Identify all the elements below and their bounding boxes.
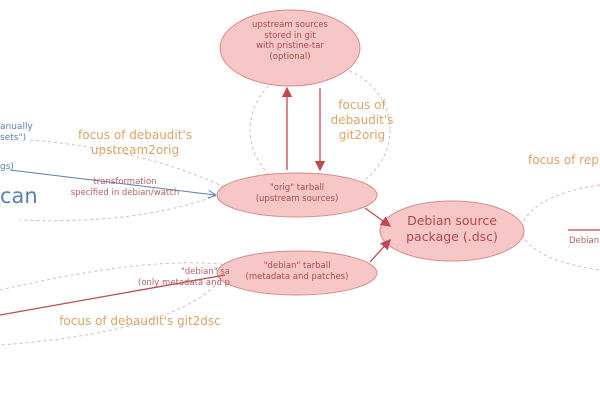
focus-git2dsc-label: focus of debaudit's git2dsc	[59, 314, 221, 328]
focus-region-git2dsc	[0, 262, 231, 346]
edge-debian-right-label: Debian	[569, 236, 600, 246]
node-upstream-git	[219, 9, 361, 87]
left-can-text: can	[0, 184, 38, 208]
edge-debian-sa-label: "debian" sa (only metadata and p	[138, 267, 230, 288]
node-orig-tarball	[216, 172, 378, 218]
arrow-watch-transformation	[9, 169, 215, 195]
arrow-git-to-debian	[0, 274, 226, 316]
focus-upstream2orig-label: focus of debaudit's upstream2orig	[78, 128, 192, 157]
focus-region-git2orig	[249, 64, 391, 196]
node-orig-label: "orig" tarball (upstream sources)	[255, 183, 339, 204]
left-manually-text: anually sets")	[0, 122, 33, 144]
arrow-orig-to-dsc	[364, 207, 392, 227]
node-dsc	[379, 200, 525, 262]
focus-region-rep	[519, 184, 600, 271]
node-dsc-label: Debian source package (.dsc)	[406, 213, 498, 244]
node-upstream-label: upstream sources stored in git with pris…	[252, 20, 328, 62]
edge-transformation-label: transformation specified in debian/watch	[70, 177, 180, 198]
left-gs-text: gs)	[0, 162, 14, 172]
arrow-debian-to-dsc	[369, 239, 391, 263]
node-debian-tarball	[216, 250, 378, 296]
focus-git2orig-label: focus of debaudit's git2orig	[330, 98, 394, 142]
focus-rep-label: focus of rep	[528, 153, 599, 167]
node-debian-label: "debian" tarball (metadata and patches)	[245, 261, 349, 282]
